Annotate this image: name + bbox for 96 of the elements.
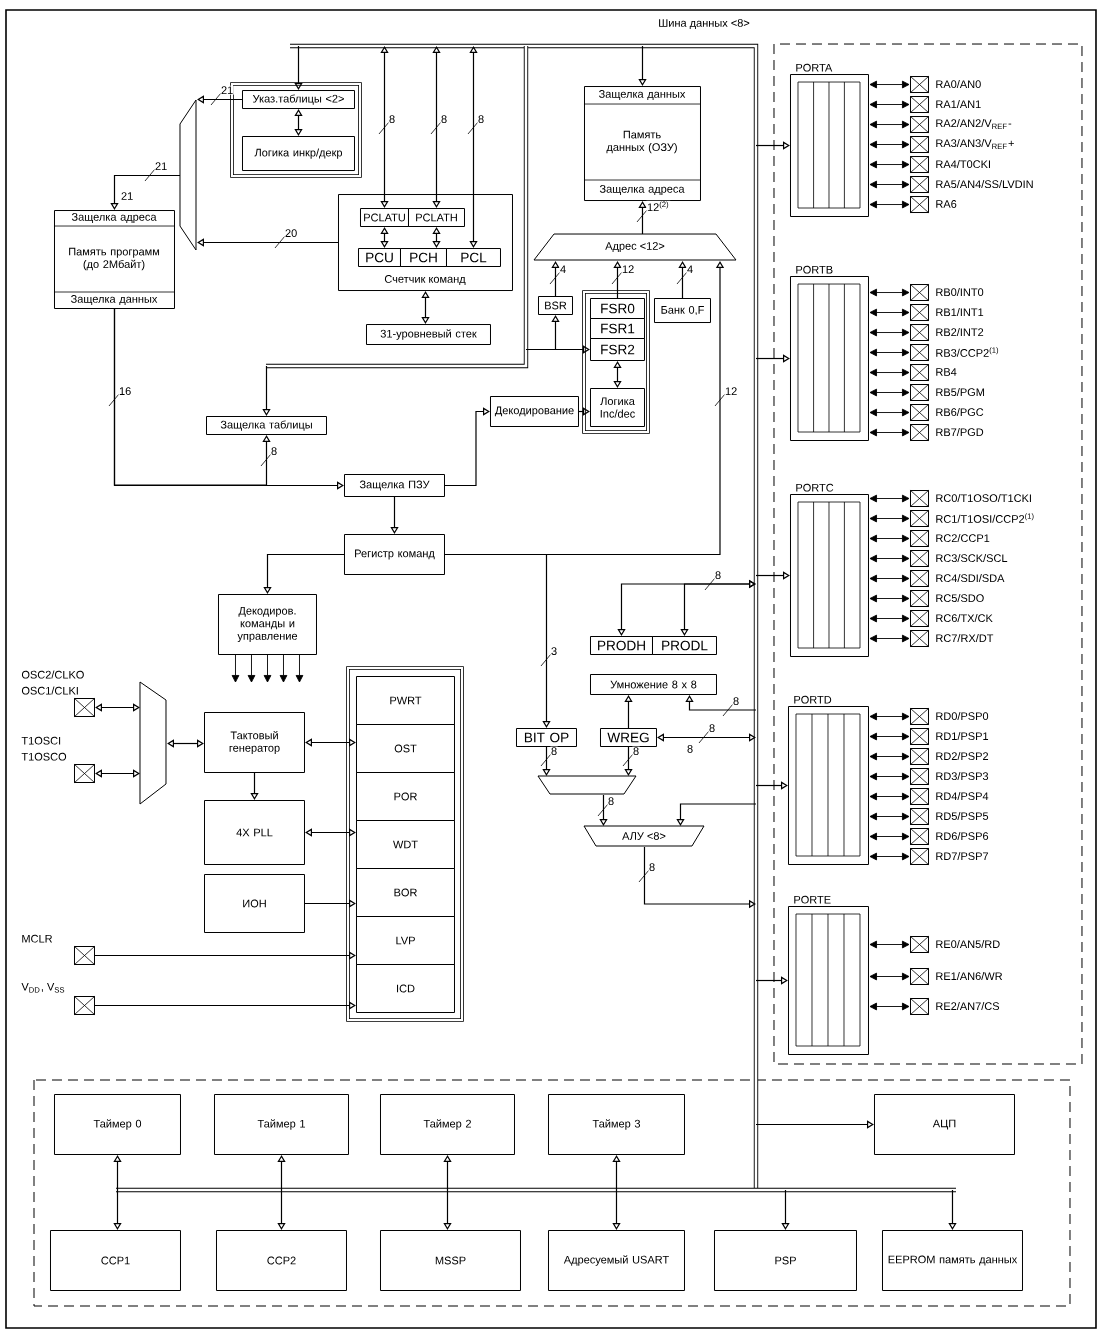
arrow [869,494,910,503]
arrow [657,733,756,742]
arrow [869,594,910,603]
arrow [305,828,356,837]
arrow [304,899,356,908]
arrow [277,1155,286,1230]
arrow [869,574,910,583]
arrow [869,514,910,523]
arrow [948,1189,957,1230]
arrow [197,238,339,247]
arrow [685,695,757,711]
arrow [279,654,288,683]
arrow [869,200,910,209]
arrow [295,654,304,683]
multiplexer [537,775,637,795]
arrow [869,554,910,563]
arrow [869,832,910,841]
arrow [432,46,441,208]
arrow [869,368,910,377]
arrow [781,1189,790,1230]
arrow [380,46,389,208]
arrow [578,407,590,416]
arrow [869,972,910,981]
arrow [755,1120,874,1129]
arrow [638,201,647,235]
arrow [624,695,633,729]
arrow [380,227,389,248]
arrow [869,348,910,357]
arrow [613,261,622,299]
arrow [680,579,756,636]
arrow [262,365,271,416]
arrow [612,1155,621,1230]
arrow [869,534,910,543]
arrow [869,732,910,741]
arrow [676,803,757,826]
arrow [869,772,910,781]
arrow [113,1155,122,1230]
multiplexer [179,99,197,251]
arrow [167,739,204,748]
arrow [755,571,790,580]
arrow [551,261,560,297]
arrow [678,261,687,299]
arrow [869,308,910,317]
arrow [469,46,478,248]
arrow [638,45,647,86]
arrow [294,45,303,90]
arrow [869,140,910,149]
arrow [869,428,910,437]
arrow [247,654,256,683]
arrow [869,940,910,949]
arrow [390,496,399,534]
arrow [94,951,356,960]
arrow [869,408,910,417]
arrow [869,180,910,189]
arrow [250,772,259,800]
arrow [755,141,790,150]
arrow [231,654,240,683]
arrow [305,738,356,747]
arrow [869,388,910,397]
arrow [869,614,910,623]
arrow [110,174,181,210]
arrow [869,288,910,297]
arrow [113,308,271,486]
arrow [263,654,272,683]
arrow [542,746,551,776]
arrow [294,109,303,136]
arrow [869,752,910,761]
arrow [624,746,633,776]
arrow [869,80,910,89]
arrow [869,852,910,861]
arrow [421,291,430,324]
arrow [551,315,560,350]
arrow [95,703,140,712]
arrow [755,781,788,790]
arrow [869,812,910,821]
arrow [525,345,590,354]
arrow [94,1001,356,1010]
arrow [443,1155,452,1230]
arrow [869,328,910,337]
arrow [755,976,788,985]
arrow [95,769,140,778]
arrow [755,354,790,363]
arrow [599,794,608,826]
arrow [869,100,910,109]
arrow [613,361,622,388]
arrow [869,120,910,129]
arrow [869,712,910,721]
arrow [432,227,441,248]
arrow [869,160,910,169]
arrow [869,634,910,643]
arrow [869,1002,910,1011]
arrow [197,95,243,104]
arrow [444,407,490,487]
arrow [869,792,910,801]
arrow [263,553,345,594]
multiplexer [139,681,167,805]
